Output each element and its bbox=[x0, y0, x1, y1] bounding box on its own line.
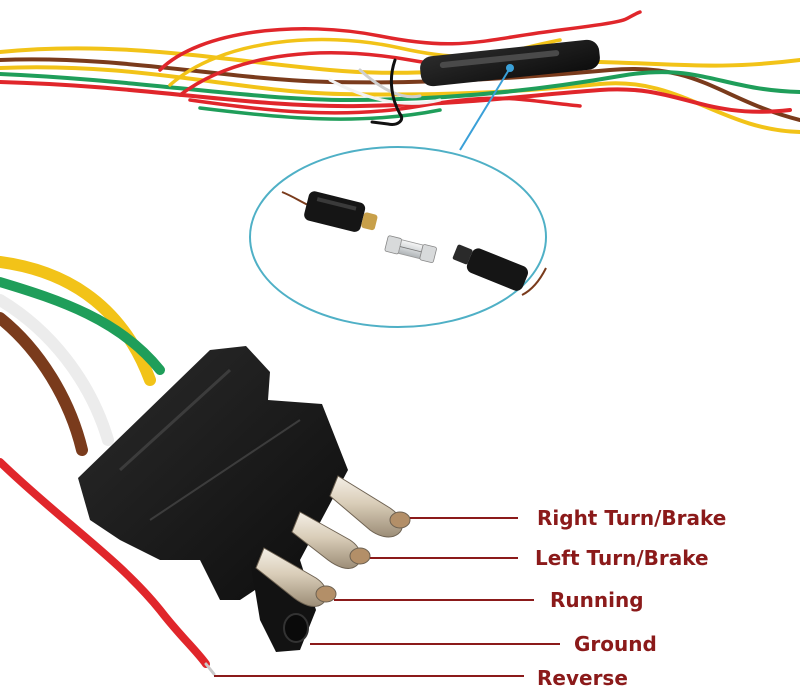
callout-leaders bbox=[214, 517, 560, 677]
label-right-turn-brake: Right Turn/Brake bbox=[537, 506, 727, 530]
glass-fuse bbox=[384, 235, 437, 263]
four-way-connector bbox=[78, 346, 348, 652]
label-reverse: Reverse bbox=[537, 666, 628, 690]
fuse-pointer-line bbox=[459, 67, 511, 151]
connector-pin-left-turn bbox=[291, 511, 371, 569]
label-left-turn-brake: Left Turn/Brake bbox=[535, 546, 709, 570]
connector-wires bbox=[0, 256, 216, 676]
connector-pin-right-turn bbox=[329, 475, 411, 538]
label-running: Running bbox=[550, 588, 644, 612]
connector-pin-running bbox=[255, 547, 337, 607]
fuse-detail-inset bbox=[249, 146, 547, 328]
inline-fuse-holder bbox=[420, 39, 600, 87]
label-ground: Ground bbox=[574, 632, 657, 656]
wire-harness-bundle bbox=[0, 10, 800, 134]
